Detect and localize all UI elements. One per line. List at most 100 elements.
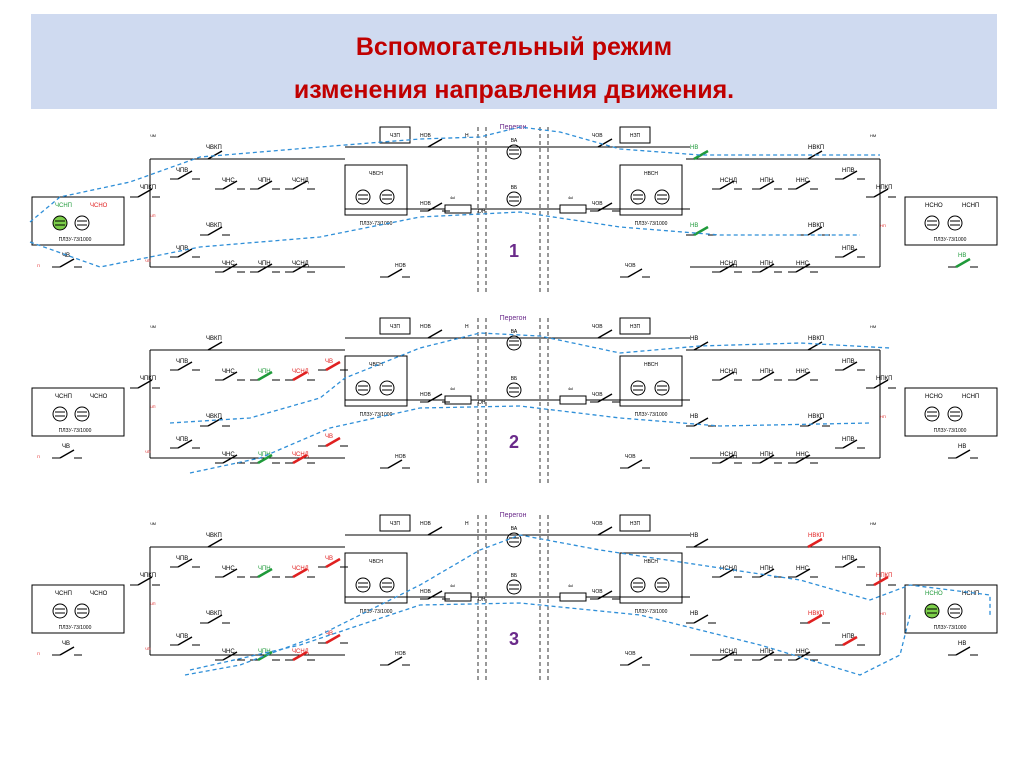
nsnp-lamp-icon xyxy=(947,215,963,231)
relay-label: ЧВ xyxy=(62,444,70,450)
relay-label: ЧМ xyxy=(150,521,156,526)
relay-label: ВБ xyxy=(511,376,518,382)
relay-label: ЧПВ xyxy=(176,246,188,252)
relay-label: ПЛЗУ-73/1000 xyxy=(59,237,92,243)
left-lamp-block xyxy=(31,387,125,437)
relay-label: НМ xyxy=(870,133,876,138)
nv-contact xyxy=(955,257,971,269)
relay-label: НПВ xyxy=(842,246,855,252)
chsnp-lamp-icon xyxy=(52,406,68,422)
chv-contact xyxy=(325,436,341,448)
relay-contact xyxy=(427,329,443,339)
relay-label: НСНП xyxy=(962,591,979,597)
relay-contact xyxy=(719,454,735,464)
relay-contact xyxy=(207,150,223,160)
nv-contact xyxy=(693,225,709,237)
nv-contact xyxy=(693,149,709,161)
relay-label: НЗП xyxy=(630,133,641,139)
chv-contact xyxy=(325,557,341,569)
relay-label: НВ xyxy=(690,145,698,151)
relay-contact xyxy=(719,263,735,273)
nv-contact xyxy=(693,538,709,548)
relay-label: ЧПВ xyxy=(176,556,188,562)
relay-label: НЗП xyxy=(630,324,641,330)
relay-label: ЧП xyxy=(150,601,156,606)
relay-contact xyxy=(177,361,193,371)
lamp-icon xyxy=(355,577,371,593)
chpn-contact xyxy=(257,263,273,273)
lamp-icon xyxy=(355,189,371,205)
nsnp-lamp-icon xyxy=(947,603,963,619)
relay-contact xyxy=(759,263,775,273)
relay-label: ЧСНД xyxy=(292,452,309,458)
relay-label: ЧСНП xyxy=(55,394,72,400)
relay-label: НПН xyxy=(760,261,773,267)
relay-label: ЧСНД xyxy=(292,649,309,655)
relay-label: ПЛЗУ-73/1000 xyxy=(360,609,393,615)
vb-relay-icon xyxy=(506,191,522,207)
relay-label: ЧНС xyxy=(222,261,235,267)
relay-label: ЧОВ xyxy=(625,651,636,657)
relay-contact xyxy=(59,258,75,268)
relay-label: ЧВ xyxy=(325,556,333,562)
relay-label: НПКП xyxy=(876,573,892,579)
relay-label: НВКП xyxy=(808,533,824,539)
relay-label: ЧВСН xyxy=(369,171,383,177)
panel-number: 2 xyxy=(509,432,519,452)
relay-contact xyxy=(719,180,735,190)
relay-label: НПВ xyxy=(842,168,855,174)
relay-label: НСНО xyxy=(925,591,943,597)
peregon-label: Перегон xyxy=(500,124,527,131)
relay-contact xyxy=(177,636,193,646)
relay-label: ЧВКП xyxy=(206,145,222,151)
relay-label: НВ xyxy=(690,336,698,342)
relay-contact xyxy=(222,180,238,190)
nv-contact xyxy=(955,449,971,459)
relay-label: НВ xyxy=(690,533,698,539)
relay-label: ЧПКП xyxy=(140,573,156,579)
relay-label: ЧПН xyxy=(258,178,271,184)
relay-label: ЧОВ xyxy=(592,201,603,207)
relay-label: 4кI xyxy=(450,386,455,391)
relay-label: ЧОВ xyxy=(592,324,603,330)
relay-contact xyxy=(759,371,775,381)
lamp-icon xyxy=(355,380,371,396)
relay-label: НМ xyxy=(870,324,876,329)
relay-label: НВКП xyxy=(808,145,824,151)
chsnd-contact xyxy=(292,180,308,190)
chv-contact xyxy=(325,360,341,372)
relay-label: НПН xyxy=(760,566,773,572)
chsnp-lamp-icon xyxy=(52,215,68,231)
panel-number: 3 xyxy=(509,629,519,649)
relay-label: П xyxy=(37,454,40,459)
chzp-box xyxy=(379,514,411,532)
relay-label: ЧВ xyxy=(325,434,333,440)
relay-label: НВ xyxy=(958,253,966,259)
current-path-trace xyxy=(169,332,891,424)
chsno-lamp-icon xyxy=(74,215,90,231)
relay-label: НП xyxy=(880,611,886,616)
relay-label: ЧОВ xyxy=(625,263,636,269)
relay-contact xyxy=(842,170,858,180)
nv-contact xyxy=(693,614,709,624)
relay-label: ЧВКП xyxy=(206,336,222,342)
relay-contact xyxy=(597,329,613,339)
relay-label: ЧП xyxy=(145,449,151,454)
vb-relay-icon xyxy=(506,579,522,595)
relay-label: ЧСНП xyxy=(55,203,72,209)
relay-label: НВ xyxy=(690,223,698,229)
relay-label: П xyxy=(37,651,40,656)
relay-contact xyxy=(222,568,238,578)
relay-label: ЧВКП xyxy=(206,533,222,539)
right-lamp-block xyxy=(904,387,998,437)
relay-label: ЧВ xyxy=(325,631,333,637)
relay-label: ЧСНД xyxy=(292,178,309,184)
relay-label: НПВ xyxy=(842,556,855,562)
relay-label: ЧПВ xyxy=(176,437,188,443)
relay-label: ПЛЗУ-73/1000 xyxy=(59,428,92,434)
chsno-lamp-icon xyxy=(74,603,90,619)
relay-label: ЧСНД xyxy=(292,261,309,267)
resistor-icon xyxy=(444,204,472,214)
